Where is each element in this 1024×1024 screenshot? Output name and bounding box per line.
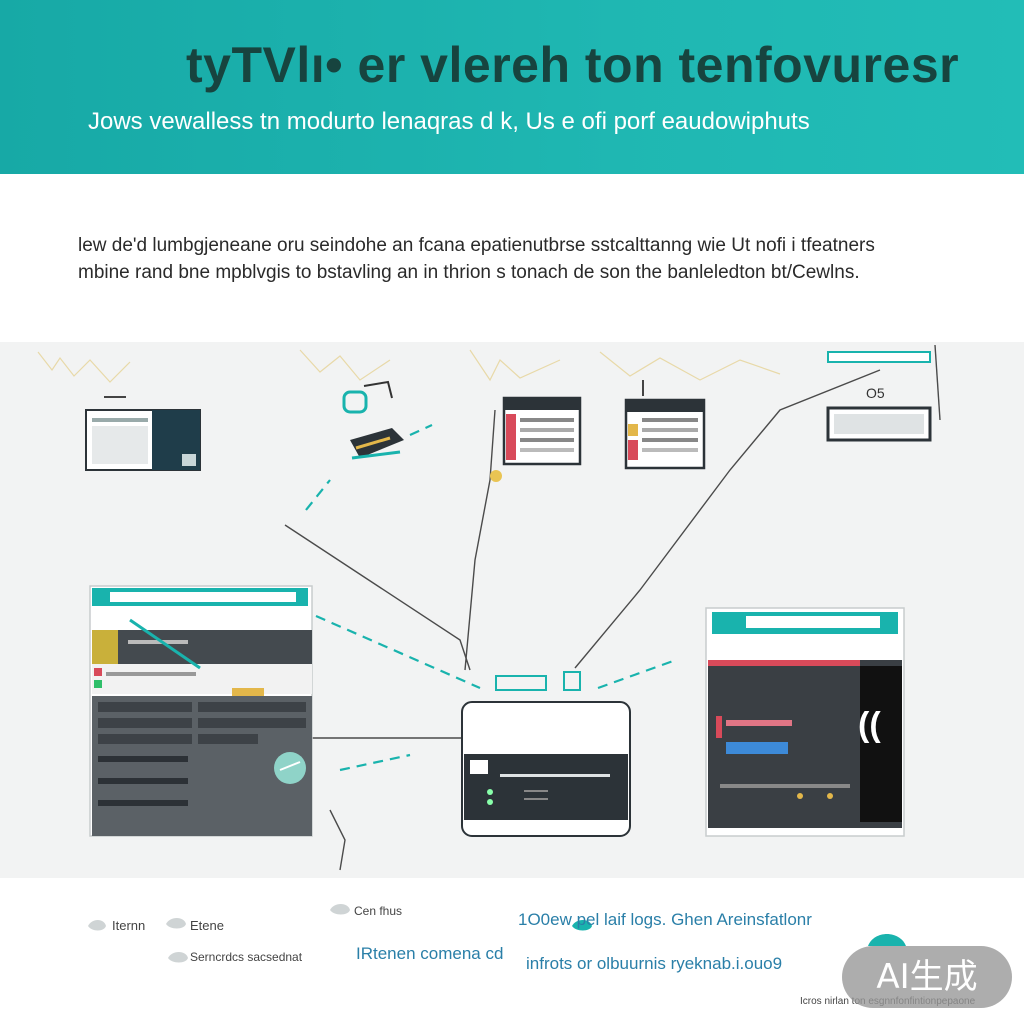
cloud-icon [168,952,188,963]
page-subtitle: Jows vewalless tn modurto lenaqras d k, … [88,108,810,135]
cloud-icon [166,918,186,929]
window-dashboard-left[interactable] [89,585,313,837]
connector-lines [284,344,941,871]
node-screen-center[interactable] [502,396,582,466]
cloud-icon [572,920,592,931]
leaf-icon [868,934,906,946]
node-screen-right[interactable] [624,380,706,470]
svg-text:((: (( [858,706,881,744]
header-banner: tyTVlı• er vlereh ton tenfovuresr Jows v… [0,0,1024,174]
dashed-connector [409,423,433,437]
ai-generated-badge: AI生成 [842,946,1012,1008]
node-tool-icon[interactable] [342,380,404,460]
dashed-connector [597,658,677,690]
footer-label: Cen fhus [354,904,403,918]
footer-label: infrots or olbuurnis ryeknab.i.ouo9 [526,954,783,973]
connector-line [574,369,881,669]
page-title: tyTVlı• er vlereh ton tenfovuresr [186,37,960,93]
footer-label: 1O0ew pel laif logs. Ghen Areinsfatlonr [518,910,812,929]
footer-icons [88,904,906,963]
dashed-connector [339,753,411,772]
node-monitor-right[interactable]: O5 [826,351,932,442]
cloud-icon [330,904,350,915]
footer-label: IRtenen comena cd [356,944,504,963]
dashed-connector [315,614,481,690]
cloud-icon [88,920,106,931]
intro-line-2: mbine rand bne mpblvgis to bstavling an … [78,262,860,283]
dashed-connector [305,479,331,511]
node-label: O5 [866,385,885,401]
sketch-strokes [37,349,781,383]
footer-label: Serncrdcs sacsednat [190,950,303,964]
connector-line [464,409,496,671]
footer-label: Iternn [112,918,146,933]
connector-line [284,524,471,671]
hub-device[interactable] [461,671,631,837]
intro-line-1: lew de'd lumbgjeneane oru seindohe an fc… [78,235,875,256]
node-dot [490,470,502,482]
node-monitor-left[interactable] [85,396,201,471]
footer-label: Etene [190,918,224,933]
connector-line [329,809,346,871]
connector-line [934,344,941,421]
intro-paragraph: lew de'd lumbgjeneane oru seindohe an fc… [78,232,958,286]
dashed-teal-lines [305,423,677,772]
window-media-right[interactable]: (( [705,607,905,837]
